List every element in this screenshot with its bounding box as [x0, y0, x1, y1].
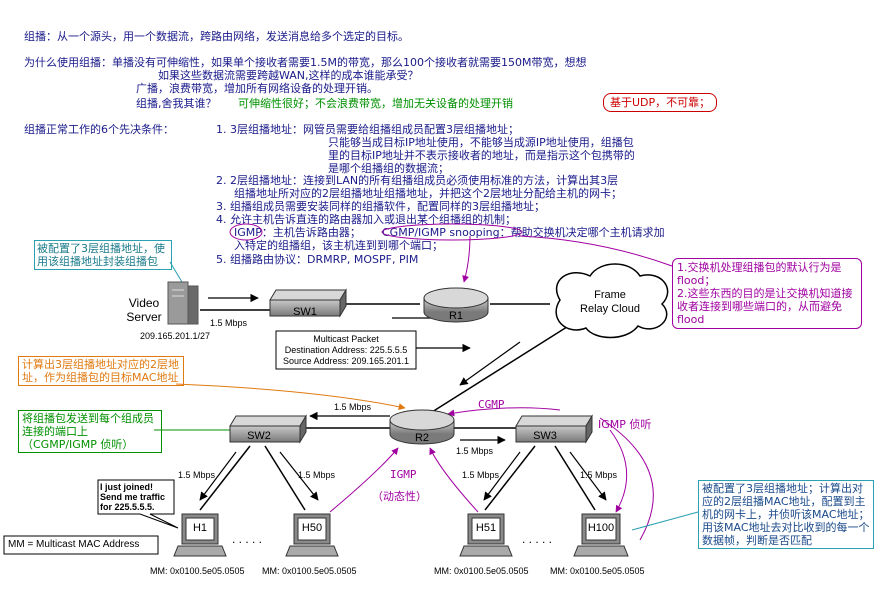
- link-sw3-h51: [484, 445, 536, 511]
- connector-router-mac: [175, 383, 406, 411]
- h51-label: H51: [475, 522, 497, 534]
- packet-source: Source Address: 209.165.201.1: [282, 356, 410, 366]
- sw3-label: SW3: [533, 430, 557, 442]
- cond-4c: 入特定的组播组，该主机连到到哪个端口；: [234, 239, 443, 252]
- cond-2a: 2. 2层组播地址：连接到LAN的所有组播组成员必须使用标准的方法，计算出其3层: [216, 174, 619, 187]
- flow-arrow-8: [279, 451, 319, 501]
- switch-sw2-icon: [229, 414, 307, 444]
- server-ip: 209.165.201.1/27: [140, 331, 211, 341]
- link-speed-sw2-r2: 1.5 Mbps: [334, 402, 372, 412]
- cond-5: 5. 组播路由协议：DRMRP, MOSPF, PIM: [216, 253, 419, 266]
- join-message: I just joined! Send me traffic for 225.5…: [100, 482, 166, 512]
- switch-sw3-icon: [515, 414, 593, 444]
- host-h50-icon: [285, 513, 339, 557]
- cond-1d: 是哪个组播组的数据流；: [328, 162, 449, 175]
- igmp-listen-arrow-2: [599, 417, 654, 541]
- flow-arrow-10: [569, 451, 607, 501]
- sw2-label: SW2: [247, 430, 271, 442]
- udp-warning: 基于UDP，不可靠；: [603, 93, 718, 112]
- why-line-a: 为什么使用组播：单播没有可伸缩性，如果单个接收者需要1.5M的带宽，那么100个…: [24, 56, 587, 69]
- flow-arrow-7: [199, 451, 237, 501]
- link-speed-server-sw1: 1.5 Mbps: [210, 318, 248, 328]
- packet-title: Multicast Packet: [313, 334, 379, 344]
- multicast-line-a: 组播,舍我其谁？: [136, 97, 217, 110]
- link-speed-r2-sw3: 1.5 Mbps: [456, 446, 494, 456]
- frame-relay-cloud-icon: [555, 263, 669, 339]
- connector-note-server: [169, 261, 183, 283]
- switch-sw1-icon: [269, 288, 347, 318]
- sw1-label: SW1: [293, 306, 317, 318]
- flow-arrow-4: [459, 341, 521, 386]
- server-label: Video Server: [126, 296, 162, 324]
- join-speech-bubble: [97, 479, 179, 529]
- igmp-arrow-h51: [429, 447, 479, 513]
- link-speed-sw2-h1: 1.5 Mbps: [178, 470, 216, 480]
- mm-h51: MM: 0x0100.5e05.0505: [434, 566, 529, 576]
- router-r2-icon: [389, 409, 455, 445]
- cond-4-igmp: IGMP：主机告诉路由器；: [234, 226, 361, 239]
- server-icon: [167, 281, 199, 325]
- cond-2b: 组播地址所对应的2层组播地址组播地址，并把这个2层地址分配给主机的网卡；: [234, 187, 622, 200]
- h100-label: H100: [587, 522, 615, 534]
- connector-flood-note: [519, 235, 673, 267]
- conditions-title: 组播正常工作的6个先决条件：: [24, 123, 174, 136]
- broadcast-line: 广播，浪费带宽，增加所有网络设备的处理开销。: [136, 82, 378, 95]
- note-router-mac: 计算出3层组播地址对应的2层地址，作为组播包的目标MAC地址: [18, 356, 184, 386]
- mm-h1: MM: 0x0100.5e05.0505: [150, 566, 245, 576]
- link-sw2-h1: [199, 445, 251, 511]
- host-h1-icon: [173, 513, 227, 557]
- connector-igmp-r1: [462, 235, 471, 283]
- link-cloud-r2: [431, 319, 579, 413]
- packet-destination: Destination Address: 225.5.5.5: [284, 345, 408, 355]
- multicast-advantages: 可伸缩性很好；不会浪费带宽，增加无关设备的处理开销: [238, 97, 513, 110]
- note-host: 被配置了3层组播地址；计算出对应的2层组播MAC地址，配置到主机的网卡上，并侦听…: [698, 480, 874, 549]
- router-r1-icon: [423, 287, 489, 323]
- note-switch-forward: 将组播包发送到每个组成员连接的端口上（CGMP/IGMP 侦听）: [18, 410, 162, 453]
- multicast-packet-box: [275, 330, 417, 370]
- cgmp-label: CGMP: [478, 398, 505, 411]
- cond-4a: 4. 允许主机告诉直连的路由器加入或退出某个组播组的机制；: [216, 213, 516, 226]
- igmp-listen-label: IGMP 侦听: [598, 418, 652, 431]
- igmp-highlight: [229, 223, 263, 241]
- cond-3: 3. 组播组成员需要安装同样的组播软件，配置同样的3层组播地址；: [216, 200, 545, 213]
- igmp-dynamic-label: （动态性）: [372, 490, 427, 503]
- igmp-listen-arrow: [609, 429, 628, 513]
- cond-1a: 1. 3层组播地址：网管员需要给组播组成员配置3层组播地址；: [216, 123, 519, 136]
- igmp-arrow-h50: [329, 447, 399, 513]
- cond-1b: 只能够当成目标IP地址使用，不能够当成源IP地址使用，组播包: [328, 136, 634, 149]
- link-sw2-h50: [264, 445, 306, 511]
- link-sw3-h100: [554, 445, 596, 511]
- why-line-b: 如果这些数据流需要跨越WAN,这样的成本谁能承受？: [158, 69, 419, 82]
- cond-1c: 里的目标IP地址并不表示接收者的地址，而是指示这个包携带的: [328, 149, 635, 162]
- link-speed-sw2-h50: 1.5 Mbps: [298, 470, 336, 480]
- cloud-label: Frame Relay Cloud: [580, 289, 640, 315]
- mm-h100: MM: 0x0100.5e05.0505: [550, 566, 645, 576]
- mm-legend-box: [3, 535, 159, 555]
- hosts-ellipsis-left: . . . . .: [232, 532, 263, 546]
- mm-h50: MM: 0x0100.5e05.0505: [262, 566, 357, 576]
- r2-label: R2: [414, 432, 430, 444]
- h50-label: H50: [301, 522, 323, 534]
- host-h51-icon: [459, 513, 513, 557]
- r1-label: R1: [448, 310, 464, 322]
- flow-arrow-9: [483, 451, 521, 501]
- igmp-label: IGMP: [390, 468, 417, 481]
- host-h100-icon: [573, 513, 629, 557]
- link-speed-sw3-h51: 1.5 Mbps: [462, 470, 500, 480]
- intro-line: 组播：从一个源头，用一个数据流，跨路由网络，发送消息给多个选定的目标。: [24, 30, 409, 43]
- h1-label: H1: [192, 522, 208, 534]
- connector-host-note: [631, 511, 699, 531]
- cgmp-arrow: [447, 407, 561, 417]
- cond-4-cgmp: CGMP/IGMP snooping：帮助交换机决定哪个主机请求加: [382, 226, 665, 239]
- link-speed-sw3-h100: 1.5 Mbps: [580, 470, 618, 480]
- note-switch-flood: 1.交换机处理组播包的默认行为是flood； 2.这些东西的目的是让交换机知道接…: [672, 258, 862, 329]
- mm-legend: MM = Multicast MAC Address: [8, 539, 140, 550]
- cgmp-highlight: [381, 223, 523, 241]
- note-server: 被配置了3层组播地址，使用该组播地址封装组播包: [34, 240, 172, 270]
- hosts-ellipsis-right: . . . . .: [522, 532, 553, 546]
